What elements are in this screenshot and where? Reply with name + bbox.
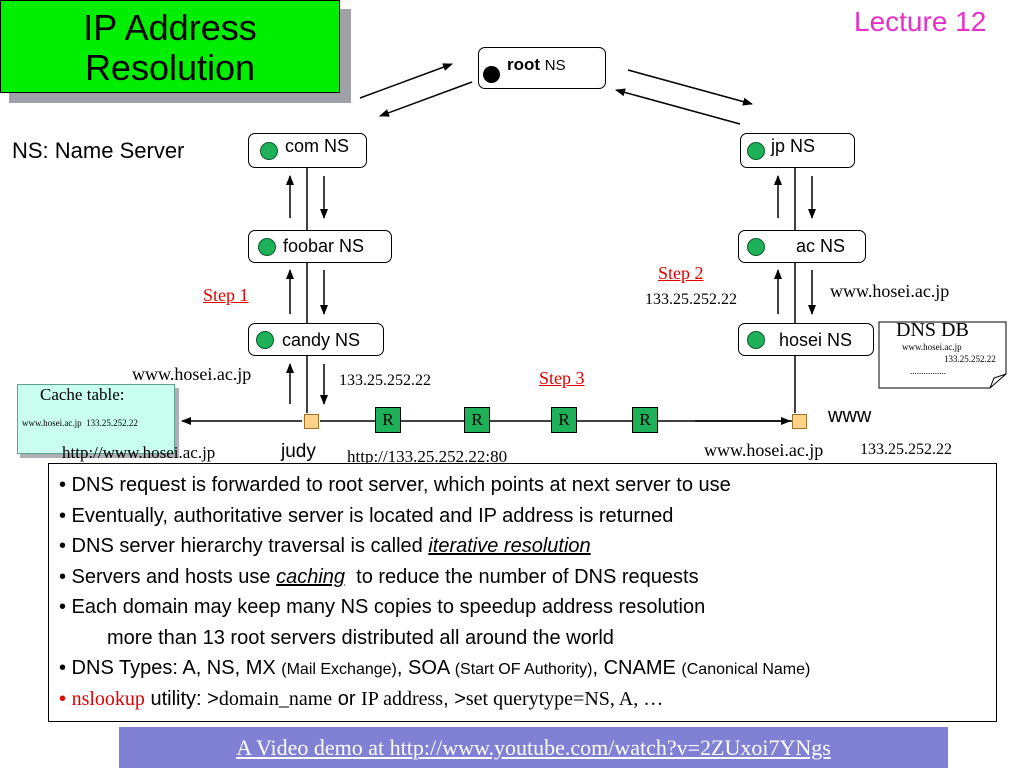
or-text: or — [332, 687, 362, 710]
http-request-label: http://133.25.252.22:80 — [347, 447, 508, 466]
cname-text: , CNAME — [592, 657, 682, 679]
mx-note: (Mail Exchange) — [281, 661, 397, 678]
bullet-1: • DNS request is forwarded to root serve… — [59, 474, 731, 496]
candy-ns-box — [248, 323, 384, 356]
cache-table: Cache table: www.hosei.ac.jp 133.25.252.… — [17, 384, 175, 454]
www-host-domain: www.hosei.ac.jp — [704, 440, 824, 460]
dns-types-text: • DNS Types: A, NS, MX — [59, 657, 282, 679]
com-ns-label: com NS — [285, 136, 350, 156]
root-node-dot — [483, 66, 500, 83]
utility-text: utility: > — [144, 687, 219, 710]
iterative-resolution-term: iterative resolution — [428, 535, 591, 557]
candy-ns-dot — [256, 331, 274, 349]
router-2: R — [464, 407, 490, 433]
domain-name-arg: domain_name — [218, 687, 333, 710]
nslookup-command: nslookup — [71, 687, 145, 710]
www-host-icon — [792, 414, 807, 429]
foobar-ns-label: foobar NS — [283, 236, 365, 256]
jp-ns-label: jp NS — [771, 136, 816, 156]
dns-db-line-2: 133.25.252.22 — [944, 354, 996, 364]
video-demo-link[interactable]: A Video demo at http://www.youtube.com/w… — [236, 735, 831, 760]
notes-box: • DNS request is forwarded to root serve… — [48, 463, 997, 722]
router-4: R — [632, 407, 658, 433]
root-label-ns: NS — [544, 57, 566, 74]
dns-db-line-1: www.hosei.ac.jp — [902, 342, 962, 352]
judy-host-icon — [304, 414, 319, 429]
dns-db-title: DNS DB — [896, 319, 969, 341]
title-line-2: Resolution — [84, 47, 256, 88]
video-demo-bar: A Video demo at http://www.youtube.com/w… — [119, 727, 948, 768]
hosei-ns-label: hosei NS — [779, 330, 853, 350]
ip-address-arg: IP address — [361, 687, 444, 710]
prompt-text: , > — [443, 687, 466, 710]
reply-left-ip: 133.25.252.22 — [339, 372, 431, 389]
caching-term: caching — [276, 565, 346, 588]
router-3: R — [551, 407, 577, 433]
querytype-arg: set querytype=NS, A, … — [465, 687, 664, 710]
cache-table-entry: www.hosei.ac.jp 133.25.252.22 — [22, 418, 138, 428]
ns-legend: NS: Name Server — [12, 138, 185, 163]
bullet-6: • DNS Types: A, NS, MX (Mail Exchange), … — [59, 657, 996, 688]
cname-note: (Canonical Name) — [681, 661, 811, 678]
router-1: R — [375, 407, 401, 433]
bullet-4-text: • Servers and hosts use — [59, 565, 277, 588]
step-1-label: Step 1 — [203, 285, 249, 305]
slide-title: IP Address Resolution — [0, 0, 340, 93]
foobar-ns-dot — [258, 238, 276, 256]
bullet-5-continued: more than 13 root servers distributed al… — [107, 626, 614, 649]
root-ns-box: root NS — [478, 47, 606, 89]
step-3-label: Step 3 — [539, 368, 585, 388]
judy-host-label: judy — [281, 441, 316, 462]
ac-ns-dot — [747, 238, 765, 256]
bullet-7: • nslookup utility: >domain_name or IP a… — [59, 688, 996, 719]
hosei-ns-dot — [747, 331, 765, 349]
jp-ns-dot — [747, 142, 765, 160]
www-host-label: www — [828, 405, 872, 427]
candy-ns-label: candy NS — [282, 330, 361, 350]
soa-note: (Start OF Authority) — [454, 661, 593, 678]
query-right-domain: www.hosei.ac.jp — [830, 281, 950, 301]
cache-table-title: Cache table: — [40, 385, 125, 404]
step-2-ip: 133.25.252.22 — [645, 291, 737, 308]
judy-url: http://www.hosei.ac.jp — [62, 443, 216, 462]
www-host-ip: 133.25.252.22 — [860, 441, 952, 458]
bullet-3-text: • DNS server hierarchy traversal is call… — [59, 535, 429, 557]
lecture-label: Lecture 12 — [854, 6, 987, 37]
bullet-2: • Eventually, authoritative server is lo… — [59, 504, 674, 527]
query-left-domain: www.hosei.ac.jp — [132, 364, 252, 384]
title-line-1: IP Address — [83, 7, 257, 48]
bullet-4: • Servers and hosts use caching to reduc… — [59, 566, 996, 597]
bullet-4-rest: to reduce the number of DNS requests — [345, 565, 699, 588]
root-label-bold: root — [507, 55, 541, 74]
bullet-3: • DNS server hierarchy traversal is call… — [59, 535, 996, 566]
dns-db-line-3: ................ — [910, 366, 946, 376]
bullet-5: • Each domain may keep many NS copies to… — [59, 596, 706, 618]
soa-text: , SOA — [396, 657, 455, 679]
step-2-label: Step 2 — [658, 263, 704, 283]
bullet-7-dot: • — [59, 687, 72, 710]
com-ns-dot — [260, 142, 278, 160]
ac-ns-label: ac NS — [796, 236, 846, 256]
